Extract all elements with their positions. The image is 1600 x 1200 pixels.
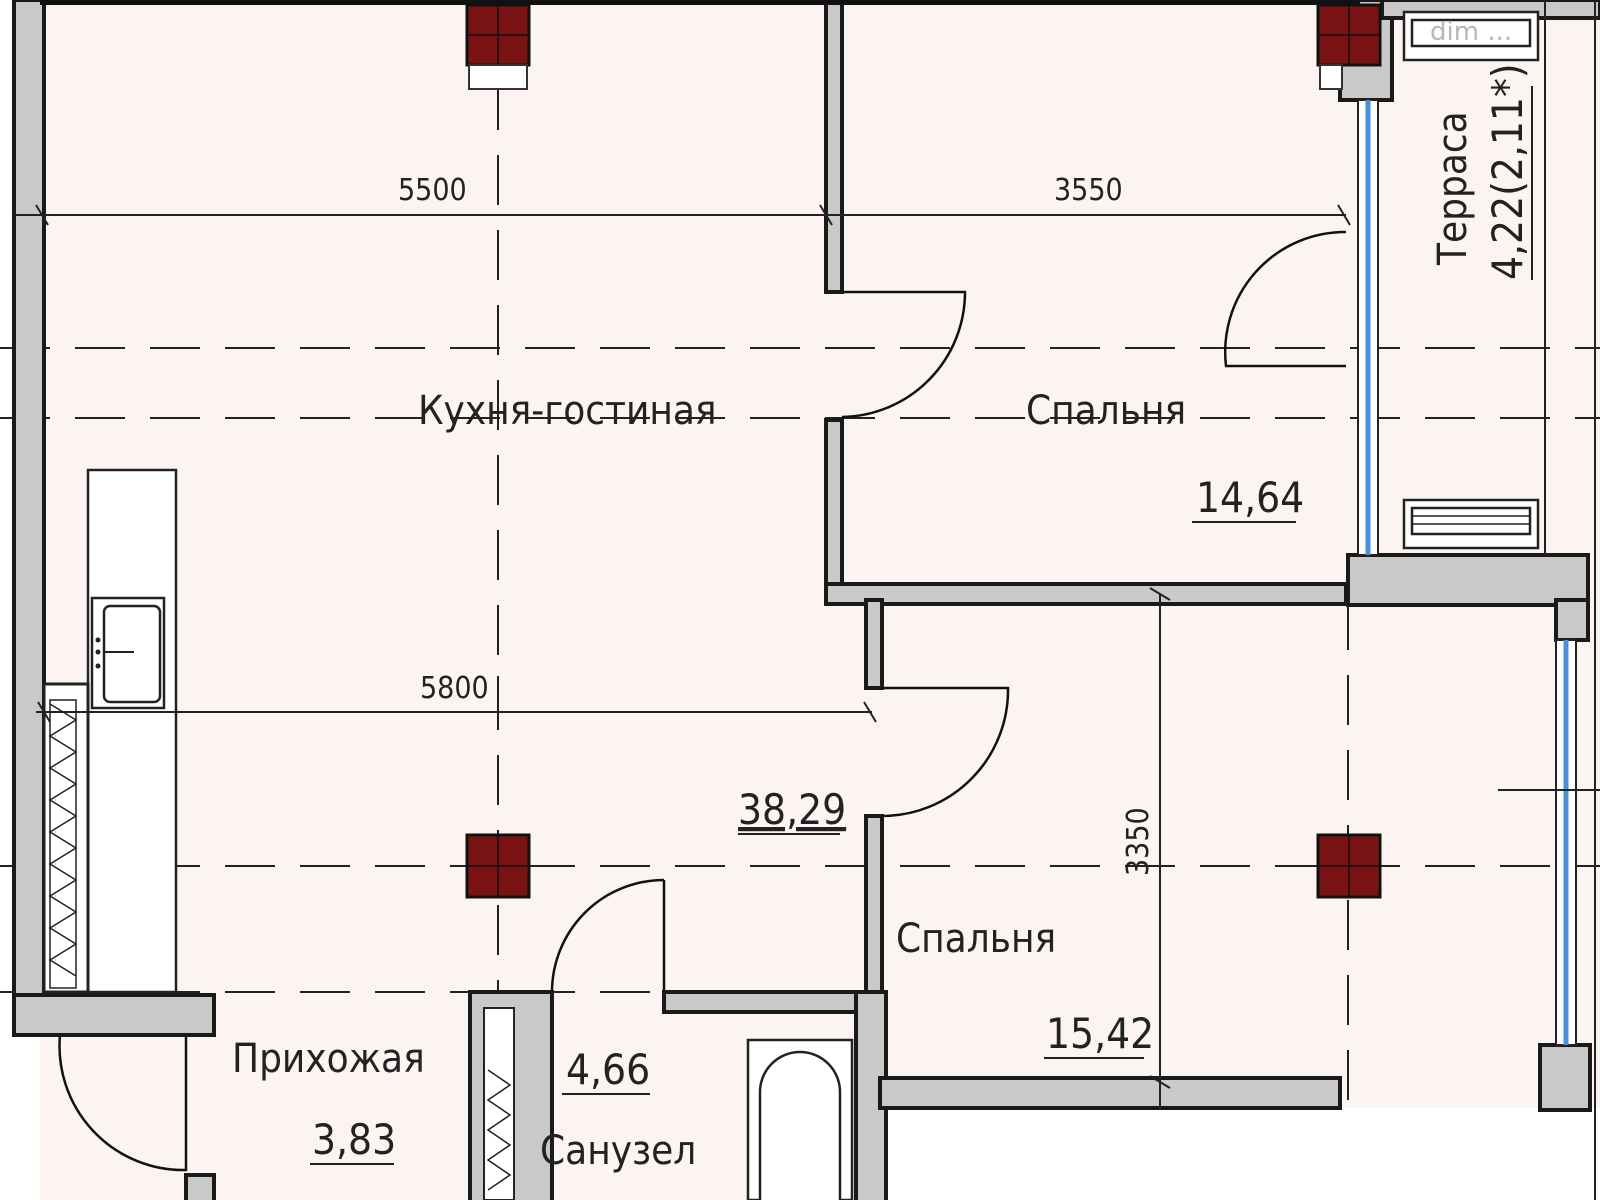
ac-units (1402, 10, 1540, 550)
room-name-bathroom: Санузел (540, 1128, 696, 1174)
room-area-bedroom-top: 14,64 (1196, 473, 1304, 522)
doors (58, 230, 1347, 1172)
room-area-bathroom: 4,66 (566, 1045, 650, 1094)
kitchen-counter (86, 468, 178, 994)
dim-bedroom-height: 3350 (1121, 807, 1156, 876)
axis-lines (0, 80, 1600, 1200)
door-bathroom (550, 878, 666, 993)
exterior-area (880, 1108, 1600, 1200)
room-area-living: 38,29 (738, 785, 846, 834)
room-area-terrace: 4,22(2,11*) (1483, 63, 1532, 280)
room-name-terrace: Терраса (1430, 111, 1476, 266)
dim-living-top: 5500 (398, 173, 467, 208)
room-area-hall: 3,83 (312, 1115, 396, 1164)
bathtub (746, 1038, 854, 1200)
door-entrance (58, 1034, 188, 1172)
door-terrace (1223, 230, 1347, 368)
vent-shafts (42, 682, 515, 1200)
door-living-bedroom (841, 290, 967, 419)
dim-bedroom-top: 3550 (1054, 173, 1123, 208)
room-name-bedroom-bottom: Спальня (896, 916, 1056, 962)
dimension-lines (14, 204, 1600, 1108)
windows (1357, 0, 1596, 1200)
door-bedroom-bottom (881, 686, 1010, 818)
room-area-bedroom-bottom: 15,42 (1046, 1009, 1154, 1058)
room-name-hall: Прихожая (232, 1036, 425, 1082)
room-name-bedroom-top: Спальня (1026, 388, 1186, 434)
walls (12, 0, 1600, 1200)
watermark: dim ... (1430, 17, 1512, 47)
room-name-living: Кухня-гостиная (418, 388, 717, 434)
dim-living-bottom: 5800 (420, 671, 489, 706)
